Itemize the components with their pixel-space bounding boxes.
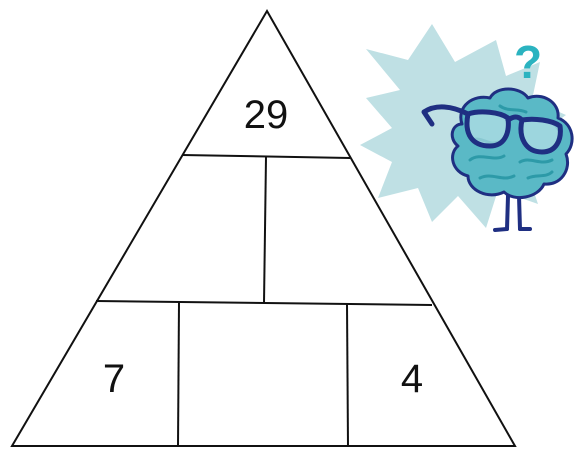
thinking-brain-mascot: ? xyxy=(360,24,572,230)
pyramid-middle-column-divider xyxy=(264,157,266,303)
pyramid-bottom-column-divider-right xyxy=(347,304,348,446)
brain-legs xyxy=(495,196,530,230)
pyramid-cell-bottom-left: 7 xyxy=(103,357,125,401)
question-mark-icon: ? xyxy=(514,36,542,88)
pyramid-cell-bottom-right: 4 xyxy=(401,357,423,401)
pyramid-bottom-column-divider-left xyxy=(178,302,179,446)
pyramid-cell-top: 29 xyxy=(244,93,289,137)
